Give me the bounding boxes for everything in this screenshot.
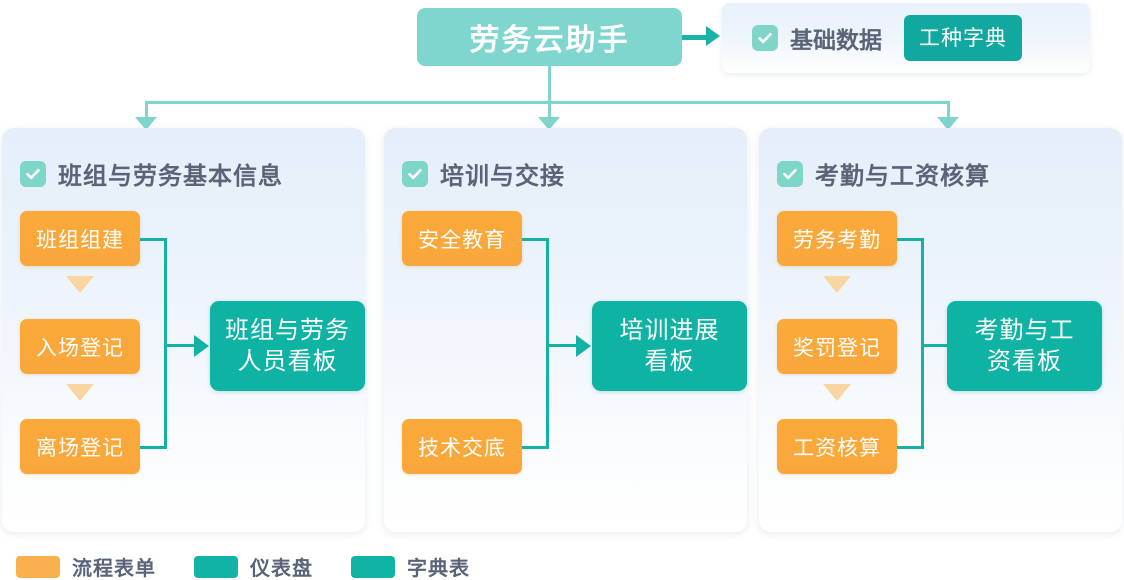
bracket-bottom-3 (897, 446, 924, 449)
flow-arrow-down-icon-1a (66, 276, 94, 293)
legend-swatch-teal-dictionary (351, 555, 395, 578)
arrow-down-icon-1 (135, 117, 157, 130)
tree-drop-connector-1 (145, 101, 148, 119)
legend-label-dashboard: 仪表盘 (250, 558, 313, 580)
checkbox-checked-icon (20, 160, 46, 187)
panel-1-title: 班组与劳务基本信息 (58, 163, 283, 190)
checkbox-checked-icon (752, 25, 778, 51)
form-box-payroll-calculation[interactable]: 工资核算 (777, 419, 897, 474)
bracket-bottom-2 (522, 446, 549, 449)
checkbox-checked-icon (402, 160, 428, 187)
panel-attendance-payroll[interactable]: 考勤与工资核算 劳务考勤 奖罚登记 工资核算 考勤与工资看板 (759, 128, 1122, 532)
app-title-text: 劳务云助手 (469, 24, 630, 57)
bracket-top-3 (897, 238, 924, 241)
tree-rail-connector (145, 101, 950, 104)
panel-2-header: 培训与交接 (402, 156, 565, 191)
legend-swatch-teal-dashboard (194, 555, 238, 578)
legend-item-process-form: 流程表单 (16, 552, 156, 580)
dashboard-box-training-progress[interactable]: 培训进展看板 (592, 301, 747, 391)
form-box-team-formation[interactable]: 班组组建 (20, 211, 140, 266)
form-box-technical-briefing[interactable]: 技术交底 (402, 419, 522, 474)
bracket-top-1 (140, 238, 167, 241)
panel-1-header: 班组与劳务基本信息 (20, 156, 283, 191)
legend: 流程表单 仪表盘 字典表 (16, 552, 508, 580)
checkbox-checked-icon (777, 160, 803, 187)
bracket-top-2 (522, 238, 549, 241)
legend-item-dictionary-table: 字典表 (351, 552, 470, 580)
dashboard-3-text: 考勤与工资看板 (974, 317, 1075, 375)
basic-data-label: 基础数据 (790, 27, 882, 53)
arrow-down-icon-3 (937, 117, 959, 130)
work-type-dictionary-button[interactable]: 工种字典 (904, 15, 1022, 61)
form-box-safety-education[interactable]: 安全教育 (402, 211, 522, 266)
legend-label-process-form: 流程表单 (72, 558, 156, 580)
form-box-labor-attendance[interactable]: 劳务考勤 (777, 211, 897, 266)
arrow-down-icon-2 (538, 117, 560, 130)
form-box-exit-registration[interactable]: 离场登记 (20, 419, 140, 474)
title-to-basic-connector-line (682, 35, 708, 40)
app-title-box[interactable]: 劳务云助手 (417, 8, 682, 66)
tree-drop-connector-2 (548, 101, 551, 119)
legend-swatch-orange (16, 555, 60, 578)
tree-trunk-connector (548, 66, 551, 102)
panel-team-labor-basic-info[interactable]: 班组与劳务基本信息 班组组建 入场登记 离场登记 班组与劳务人员看板 (2, 128, 365, 532)
bracket-stem-3 (921, 344, 953, 347)
bracket-arrow-icon-1 (194, 335, 209, 357)
legend-label-dictionary-table: 字典表 (407, 558, 470, 580)
panel-3-header: 考勤与工资核算 (777, 156, 990, 191)
bracket-bottom-1 (140, 446, 167, 449)
bracket-spine-2 (546, 238, 549, 449)
flow-arrow-down-icon-1b (66, 384, 94, 401)
dashboard-box-attendance-payroll[interactable]: 考勤与工资看板 (947, 301, 1102, 391)
bracket-spine-1 (164, 238, 167, 449)
bracket-stem-2 (546, 344, 578, 347)
dashboard-box-team-labor-personnel[interactable]: 班组与劳务人员看板 (210, 301, 365, 391)
legend-item-dashboard: 仪表盘 (194, 552, 313, 580)
basic-data-card[interactable]: 基础数据 工种字典 (722, 3, 1090, 73)
bracket-arrow-icon-2 (576, 335, 591, 357)
dashboard-1-text: 班组与劳务人员看板 (225, 317, 350, 375)
bracket-stem-1 (164, 344, 196, 347)
flow-arrow-down-icon-3a (823, 276, 851, 293)
arrow-right-icon (706, 26, 720, 46)
panel-3-title: 考勤与工资核算 (815, 163, 990, 190)
flow-arrow-down-icon-3b (823, 384, 851, 401)
panel-training-handover[interactable]: 培训与交接 安全教育 技术交底 培训进展看板 (384, 128, 747, 532)
form-box-reward-penalty[interactable]: 奖罚登记 (777, 319, 897, 374)
panel-2-title: 培训与交接 (440, 163, 565, 190)
tree-drop-connector-3 (947, 101, 950, 119)
dashboard-2-text: 培训进展看板 (619, 317, 720, 375)
bracket-spine-3 (921, 238, 924, 449)
form-box-entry-registration[interactable]: 入场登记 (20, 319, 140, 374)
